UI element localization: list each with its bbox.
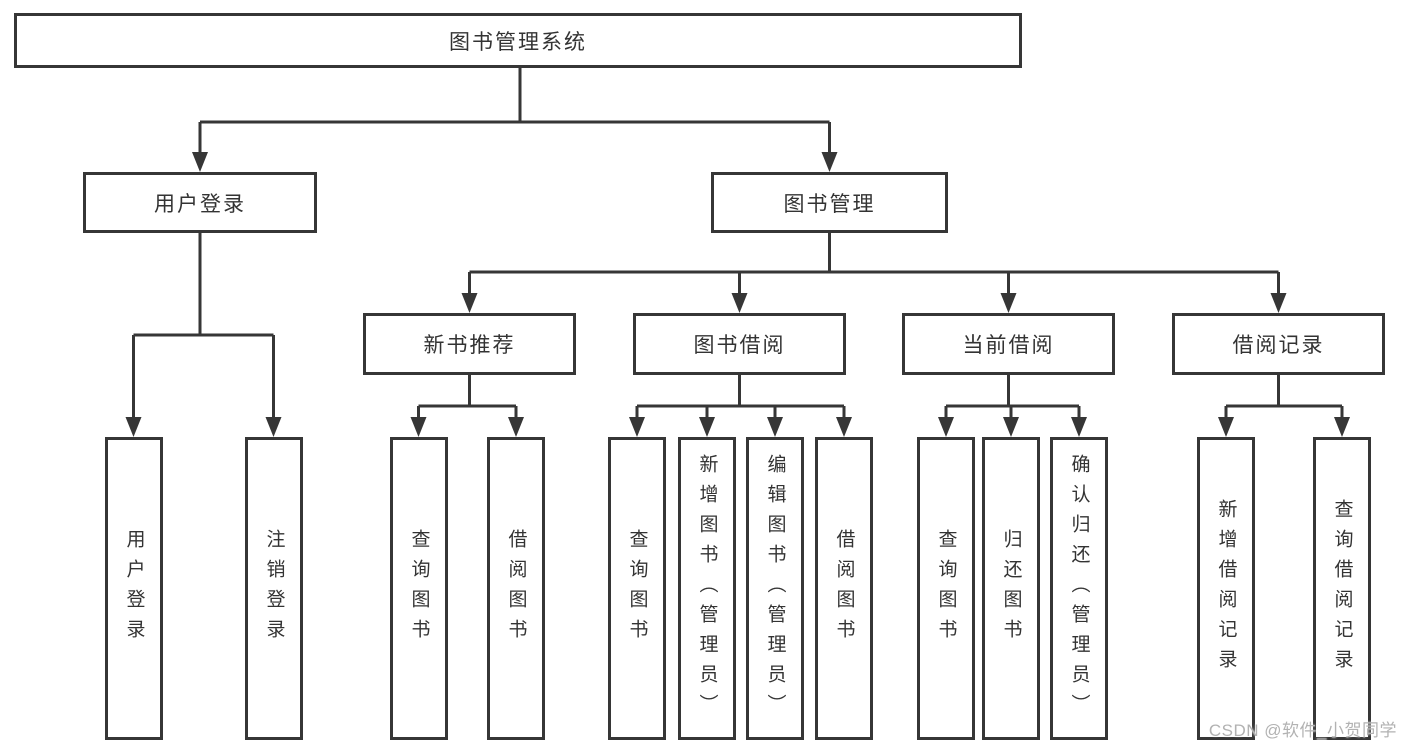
- connector-borrow-to-children: [635, 375, 846, 423]
- node-label: 新增借阅记录: [1215, 498, 1237, 679]
- connector-record-to-children: [1224, 375, 1344, 423]
- node-leaf-query-borrow-record: 查询借阅记录: [1313, 437, 1371, 740]
- node-label: 图书管理系统: [449, 30, 587, 54]
- node-label: 图书借阅: [693, 334, 786, 357]
- csdn-watermark: CSDN @软件_小贺同学: [1208, 721, 1397, 740]
- connector-root-to-level2: [198, 68, 831, 158]
- node-label: 确认归还（管理员）: [1068, 453, 1090, 724]
- node-leaf-logout: 注销登录: [245, 437, 303, 740]
- node-user-login-module: 用户登录: [83, 172, 317, 233]
- arrowhead-icon: [821, 152, 838, 172]
- arrowhead-icon: [699, 417, 715, 437]
- arrowhead-icon: [508, 417, 524, 437]
- arrowhead-icon: [767, 417, 783, 437]
- arrowhead-icon: [731, 293, 748, 313]
- connector-bookmgmt-to-level3: [468, 233, 1280, 299]
- node-leaf-add-books-admin: 新增图书（管理员）: [678, 437, 736, 740]
- node-label: 新增图书（管理员）: [696, 453, 718, 724]
- node-leaf-query-books-current: 查询图书: [917, 437, 975, 740]
- node-label: 归还图书: [1000, 528, 1022, 649]
- node-leaf-query-books-borrow: 查询图书: [608, 437, 666, 740]
- arrowhead-icon: [938, 417, 954, 437]
- node-current-borrow: 当前借阅: [902, 313, 1115, 375]
- node-label: 图书管理: [783, 192, 876, 216]
- node-leaf-query-books-recommend: 查询图书: [390, 437, 448, 740]
- arrowhead-icon: [125, 417, 142, 437]
- connector-newbook-to-children: [417, 375, 518, 423]
- node-new-book-recommend: 新书推荐: [363, 313, 576, 375]
- node-label: 注销登录: [263, 528, 285, 649]
- arrowhead-icon: [192, 152, 208, 172]
- node-borrow-record: 借阅记录: [1172, 313, 1385, 375]
- arrowhead-icon: [1071, 417, 1087, 437]
- node-label: 查询图书: [408, 528, 430, 649]
- arrowhead-icon: [461, 293, 478, 313]
- arrowhead-icon: [1334, 417, 1350, 437]
- node-label: 当前借阅: [962, 334, 1055, 357]
- node-label: 用户登录: [123, 528, 145, 649]
- arrowhead-icon: [1000, 293, 1017, 313]
- arrowhead-icon: [265, 417, 282, 437]
- arrowhead-icon: [1218, 417, 1234, 437]
- node-book-management-module: 图书管理: [711, 172, 948, 233]
- node-label: 新书推荐: [423, 334, 516, 357]
- node-leaf-edit-books-admin: 编辑图书（管理员）: [746, 437, 804, 740]
- connector-userlogin-to-children: [132, 233, 275, 423]
- node-leaf-user-login: 用户登录: [105, 437, 163, 740]
- node-label: 借阅图书: [505, 528, 527, 649]
- arrowhead-icon: [1270, 293, 1287, 313]
- node-leaf-borrow-books-recommend: 借阅图书: [487, 437, 545, 740]
- arrowheads: [125, 152, 1350, 437]
- node-leaf-add-borrow-record: 新增借阅记录: [1197, 437, 1255, 740]
- node-label: 编辑图书（管理员）: [764, 453, 786, 724]
- node-root-system: 图书管理系统: [14, 13, 1022, 68]
- node-label: 借阅图书: [833, 528, 855, 649]
- node-label: 查询图书: [626, 528, 648, 649]
- arrowhead-icon: [629, 417, 645, 437]
- elbow-connectors: [132, 68, 1344, 423]
- node-label: 借阅记录: [1232, 334, 1325, 357]
- arrowhead-icon: [836, 417, 852, 437]
- arrowhead-icon: [1003, 417, 1019, 437]
- node-leaf-borrow-books: 借阅图书: [815, 437, 873, 740]
- node-label: 用户登录: [154, 192, 246, 216]
- node-leaf-return-books: 归还图书: [982, 437, 1040, 740]
- arrowhead-icon: [410, 417, 427, 437]
- node-label: 查询图书: [935, 528, 957, 649]
- node-book-borrow: 图书借阅: [633, 313, 846, 375]
- node-leaf-confirm-return-admin: 确认归还（管理员）: [1050, 437, 1108, 740]
- node-label: 查询借阅记录: [1331, 498, 1353, 679]
- connector-current-to-children: [944, 375, 1081, 423]
